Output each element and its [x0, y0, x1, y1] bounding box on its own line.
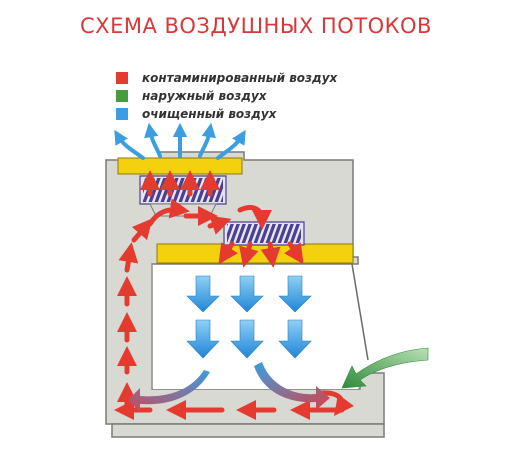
supply-fan-icon — [223, 221, 305, 246]
legend-item-clean: очищенный воздух — [116, 105, 337, 123]
grille-intake-arrows — [128, 362, 330, 412]
legend-item-outside: наружный воздух — [116, 87, 337, 105]
legend-label-contaminated: контаминированный воздух — [142, 71, 338, 85]
legend-label-clean: очищенный воздух — [142, 107, 277, 121]
contaminated-airflow-arrows — [114, 170, 354, 420]
diagram-title: СХЕМА ВОЗДУШНЫХ ПОТОКОВ — [80, 14, 432, 38]
clean-downflow-arrows — [186, 275, 312, 359]
legend-label-outside: наружный воздух — [142, 89, 267, 103]
work-area — [153, 269, 358, 389]
legend-swatch-contaminated — [116, 72, 128, 84]
outside-air-arrow — [341, 347, 429, 389]
sash-glass — [351, 263, 369, 361]
cabinet-body — [105, 151, 385, 425]
legend-swatch-outside — [116, 90, 128, 102]
legend: контаминированный воздух наружный воздух… — [116, 69, 337, 123]
exhaust-fan-icon — [139, 175, 227, 217]
exhaust-hepa-filter — [117, 157, 243, 175]
legend-item-contaminated: контаминированный воздух — [116, 69, 337, 87]
legend-swatch-clean — [116, 108, 128, 120]
clean-exhaust-arrows — [114, 122, 246, 160]
cabinet-base — [111, 423, 385, 438]
supply-hepa-filter — [156, 243, 354, 264]
